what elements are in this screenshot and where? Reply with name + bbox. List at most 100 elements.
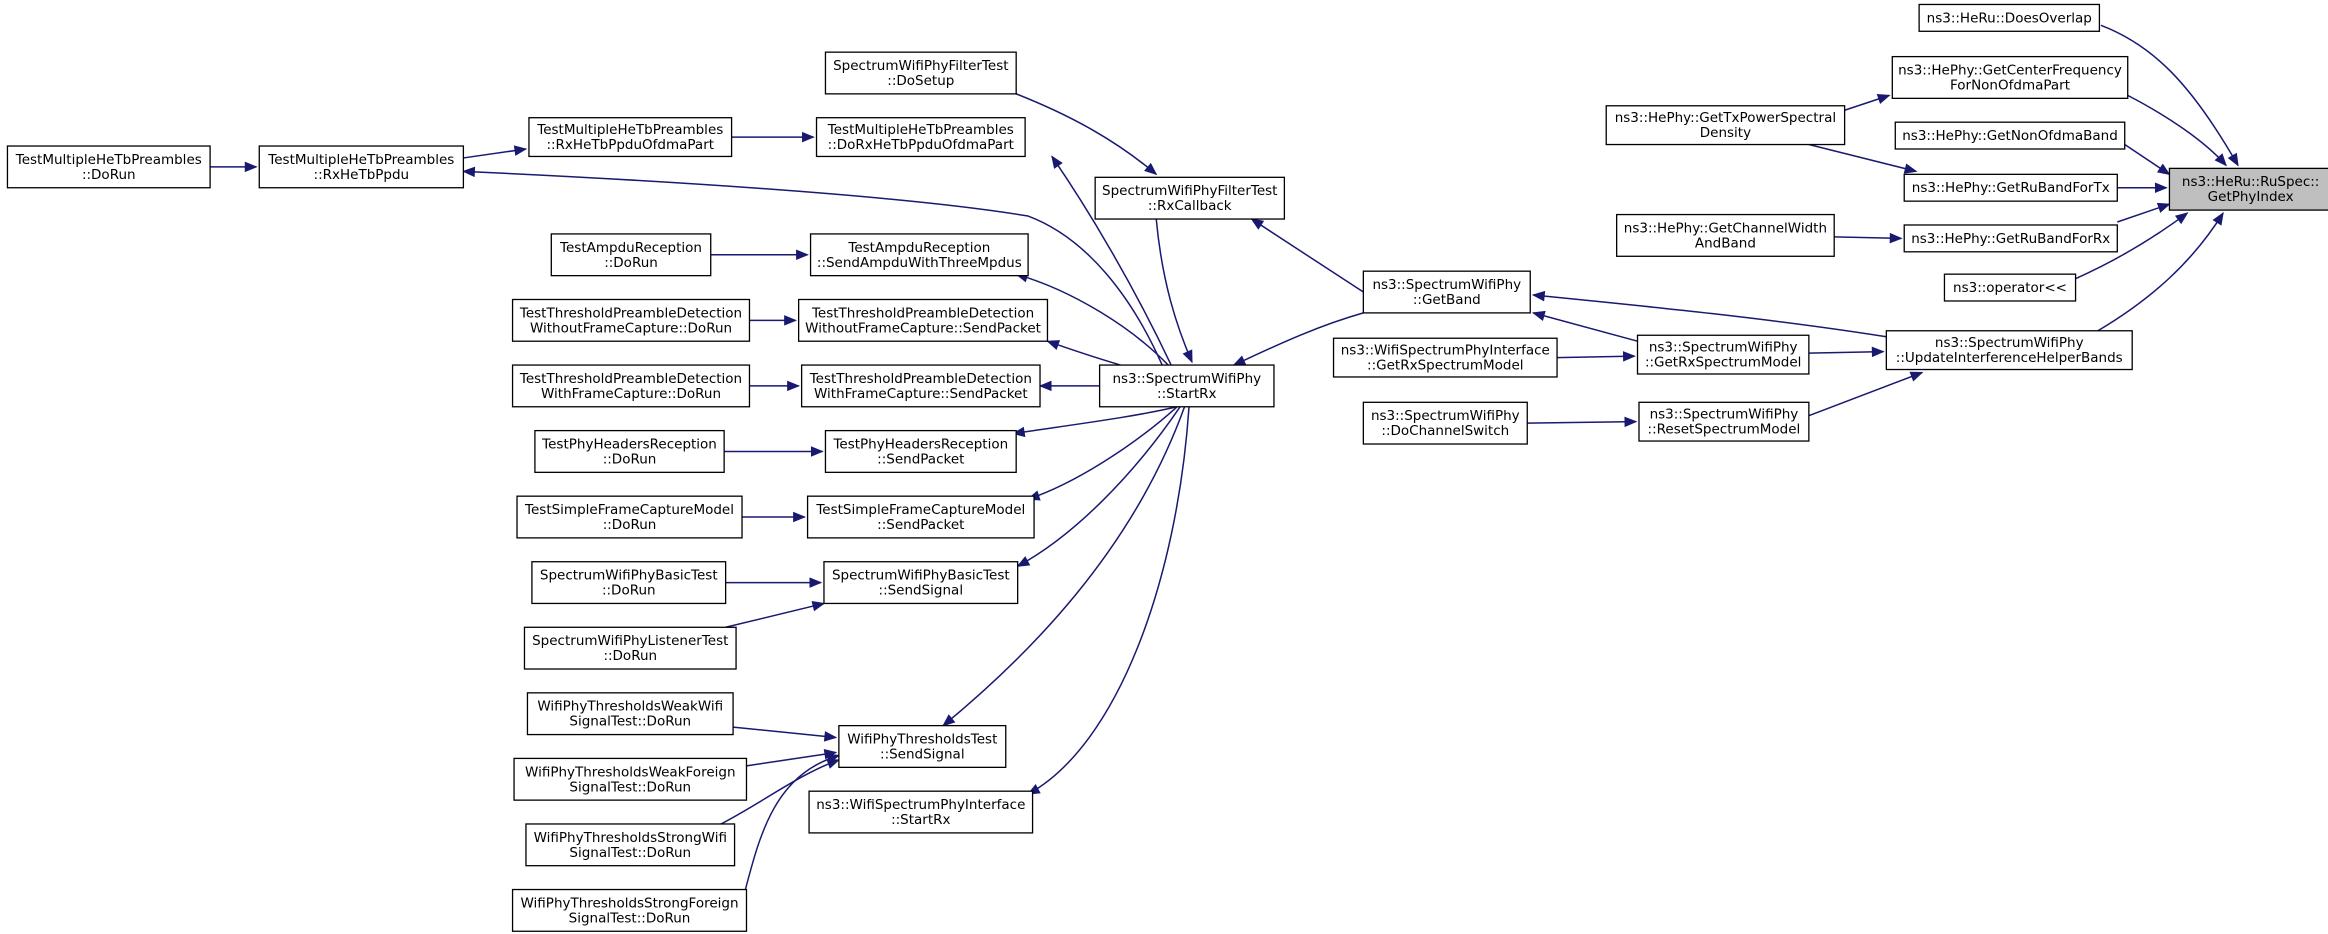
node-weakwifi[interactable]: WifiPhyThresholdsWeakWifiSignalTest::DoR… bbox=[526, 692, 734, 736]
node-resetspec[interactable]: ns3::SpectrumWifiPhy::ResetSpectrumModel bbox=[1638, 401, 1810, 442]
node-startrx[interactable]: ns3::SpectrumWifiPhy::StartRx bbox=[1098, 364, 1275, 408]
node-label-line: TestMultipleHeTbPreambles bbox=[827, 122, 1014, 138]
node-getrxspec[interactable]: ns3::SpectrumWifiPhy::GetRxSpectrumModel bbox=[1636, 334, 1810, 375]
node-rxcallback[interactable]: SpectrumWifiPhyFilterTest::RxCallback bbox=[1094, 176, 1286, 220]
node-label-line: TestThresholdPreambleDetection bbox=[519, 371, 742, 387]
edge-getnonofdma-to-getphyindex bbox=[2125, 145, 2171, 175]
node-label-line: TestMultipleHeTbPreambles bbox=[536, 122, 723, 138]
edge-dochanswitch-to-resetspec bbox=[1527, 416, 1638, 428]
node-label-line: SpectrumWifiPhyBasicTest bbox=[832, 568, 1010, 584]
node-operator[interactable]: ns3::operator<< bbox=[1943, 273, 2077, 302]
node-withdorun[interactable]: TestThresholdPreambleDetectionWithFrameC… bbox=[511, 364, 751, 408]
node-label-line: ::DoRun bbox=[602, 583, 656, 599]
node-label-line: Density bbox=[1700, 125, 1751, 141]
node-label-line: ns3::WifiSpectrumPhyInterface bbox=[816, 797, 1025, 813]
node-getband[interactable]: ns3::SpectrumWifiPhy::GetBand bbox=[1362, 270, 1531, 314]
node-doesoverlap[interactable]: ns3::HeRu::DoesOverlap bbox=[1918, 3, 2101, 32]
edge-listenerdorun-to-basicsend bbox=[726, 601, 826, 628]
node-capsend[interactable]: TestSimpleFrameCaptureModel::SendPacket bbox=[806, 495, 1035, 539]
edge-startrx-to-hdrsend bbox=[1011, 407, 1177, 438]
edge-getrubandtx-to-getphyindex bbox=[2117, 182, 2168, 193]
edge-getchanwidth-to-getrubandrx bbox=[1834, 232, 1903, 244]
edge-hetbdorun-to-rxhetbppdu bbox=[210, 161, 258, 173]
edge-resetspec-to-updateinterf bbox=[1809, 372, 1924, 415]
node-woutsend[interactable]: TestThresholdPreambleDetectionWithoutFra… bbox=[797, 298, 1049, 342]
node-label-line: ns3::HePhy::GetChannelWidth bbox=[1624, 220, 1827, 236]
node-hdrsend[interactable]: TestPhyHeadersReception::SendPacket bbox=[824, 429, 1017, 473]
edge-startrx-to-woutsend bbox=[1046, 340, 1120, 365]
edge-hdrdorun-to-hdrsend bbox=[724, 446, 824, 457]
node-getrubandrx[interactable]: ns3::HePhy::GetRuBandForRx bbox=[1903, 224, 2118, 253]
node-label-line: ns3::SpectrumWifiPhy bbox=[1372, 277, 1521, 293]
edge-withdorun-to-withsend bbox=[749, 380, 800, 392]
node-getnonofdma[interactable]: ns3::HePhy::GetNonOfdmaBand bbox=[1894, 121, 2126, 150]
node-label-line: ::SendSignal bbox=[880, 746, 965, 762]
node-listenerdorun[interactable]: SpectrumWifiPhyListenerTest::DoRun bbox=[523, 626, 737, 670]
node-label-line: ::DoRun bbox=[603, 451, 657, 467]
node-label-line: ::GetBand bbox=[1413, 292, 1481, 308]
edge-filtersetup-to-rxcallback bbox=[1016, 94, 1158, 174]
node-filtersetup[interactable]: SpectrumWifiPhyFilterTest::DoSetup bbox=[824, 51, 1017, 95]
edge-startrx-to-thrsend bbox=[942, 407, 1184, 726]
node-ifgetrxspec[interactable]: ns3::WifiSpectrumPhyInterface::GetRxSpec… bbox=[1332, 337, 1558, 378]
node-label-line: ::GetRxSpectrumModel bbox=[1645, 355, 1801, 371]
edge-updateinterf-to-getband bbox=[1531, 290, 1886, 337]
node-label-line: ::SendPacket bbox=[877, 517, 964, 533]
node-label-line: ns3::WifiSpectrumPhyInterface bbox=[1341, 343, 1550, 359]
node-hdrdorun[interactable]: TestPhyHeadersReception::DoRun bbox=[534, 429, 725, 473]
node-getrubandtx[interactable]: ns3::HePhy::GetRuBandForTx bbox=[1903, 173, 2118, 202]
node-dochanswitch[interactable]: ns3::SpectrumWifiPhy::DoChannelSwitch bbox=[1362, 401, 1528, 445]
node-label-line: WithoutFrameCapture::SendPacket bbox=[805, 320, 1041, 336]
node-label-line: ::GetRxSpectrumModel bbox=[1367, 358, 1523, 374]
node-label-line: ::SendPacket bbox=[877, 451, 964, 467]
node-sendampdu[interactable]: TestAmpduReception::SendAmpduWithThreeMp… bbox=[809, 233, 1029, 277]
node-strongforeign[interactable]: WifiPhyThresholdsStrongForeignSignalTest… bbox=[511, 888, 748, 932]
node-basicdorun[interactable]: SpectrumWifiPhyBasicTest::DoRun bbox=[531, 561, 727, 605]
node-label-line: ForNonOfdmaPart bbox=[1950, 77, 2070, 93]
node-label-line: TestMultipleHeTbPreambles bbox=[15, 152, 202, 168]
node-thrsend[interactable]: WifiPhyThresholdsTest::SendSignal bbox=[838, 724, 1007, 769]
node-updateinterf[interactable]: ns3::SpectrumWifiPhy::UpdateInterference… bbox=[1885, 330, 2133, 371]
node-woutdorun[interactable]: TestThresholdPreambleDetectionWithoutFra… bbox=[511, 298, 751, 342]
node-label-line: ns3::SpectrumWifiPhy bbox=[1649, 340, 1798, 356]
node-getphyindex[interactable]: ns3::HeRu::RuSpec::GetPhyIndex bbox=[2168, 167, 2328, 211]
node-label-line: ::DoRxHeTbPpduOfdmaPart bbox=[828, 137, 1014, 153]
node-ifstartrx[interactable]: ns3::WifiSpectrumPhyInterface::StartRx bbox=[808, 790, 1034, 834]
node-withsend[interactable]: TestThresholdPreambleDetectionWithFrameC… bbox=[800, 364, 1041, 408]
node-hetbdorun[interactable]: TestMultipleHeTbPreambles::DoRun bbox=[6, 145, 211, 189]
node-basicsend[interactable]: SpectrumWifiPhyBasicTest::SendSignal bbox=[823, 561, 1019, 605]
node-label-line: WifiPhyThresholdsTest bbox=[847, 731, 997, 747]
edge-basicdorun-to-basicsend bbox=[726, 577, 823, 588]
node-weakforeign[interactable]: WifiPhyThresholdsWeakForeignSignalTest::… bbox=[513, 757, 748, 801]
node-label-line: SpectrumWifiPhyListenerTest bbox=[532, 633, 728, 649]
node-label-line: ::StartRx bbox=[891, 812, 950, 828]
edge-getrubandrx-to-getphyindex bbox=[2117, 202, 2171, 222]
node-label-line: WifiPhyThresholdsWeakWifi bbox=[537, 699, 723, 715]
node-getcenterfreq[interactable]: ns3::HePhy::GetCenterFrequencyForNonOfdm… bbox=[1891, 55, 2129, 99]
node-ampdudorun[interactable]: TestAmpduReception::DoRun bbox=[550, 233, 712, 277]
node-label-line: GetPhyIndex bbox=[2208, 189, 2294, 205]
node-label-line: SpectrumWifiPhyFilterTest bbox=[1102, 183, 1277, 199]
edge-getband-to-rxcallback bbox=[1250, 219, 1364, 292]
edge-getrxspec-to-updateinterf bbox=[1809, 346, 1885, 358]
node-label-line: ns3::SpectrumWifiPhy bbox=[1935, 335, 2084, 351]
node-label-line: WithFrameCapture::SendPacket bbox=[814, 386, 1028, 402]
node-label-line: WifiPhyThresholdsStrongWifi bbox=[534, 830, 727, 846]
node-label-line: ::RxHeTbPpduOfdmaPart bbox=[546, 137, 714, 153]
node-label-line: ns3::HePhy::GetTxPowerSpectral bbox=[1615, 110, 1836, 126]
node-rxhetbofdma[interactable]: TestMultipleHeTbPreambles::RxHeTbPpduOfd… bbox=[528, 117, 733, 158]
edge-getcenterfreq-to-getphyindex bbox=[2128, 95, 2227, 167]
node-label-line: ns3::SpectrumWifiPhy bbox=[1371, 408, 1520, 424]
node-capdorun[interactable]: TestSimpleFrameCaptureModel::DoRun bbox=[516, 495, 743, 539]
node-dorxhetb[interactable]: TestMultipleHeTbPreambles::DoRxHeTbPpduO… bbox=[815, 117, 1026, 158]
node-label-line: ::SendAmpduWithThreeMpdus bbox=[817, 255, 1022, 271]
edge-startrx-to-rxhetbppdu bbox=[462, 166, 1162, 365]
edge-doesoverlap-to-getphyindex bbox=[2101, 25, 2238, 167]
node-rxhetbppdu[interactable]: TestMultipleHeTbPreambles::RxHeTbPpdu bbox=[258, 145, 465, 189]
node-strongwifi[interactable]: WifiPhyThresholdsStrongWifiSignalTest::D… bbox=[525, 823, 736, 867]
node-label-line: ns3::HeRu::DoesOverlap bbox=[1927, 10, 2092, 26]
edge-updateinterf-to-getphyindex bbox=[2098, 211, 2223, 331]
edge-weakforeign-to-thrsend bbox=[746, 748, 838, 766]
